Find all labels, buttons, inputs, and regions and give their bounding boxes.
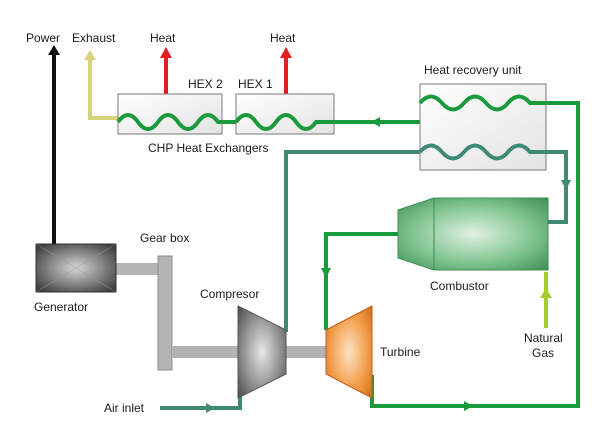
label-chp-heat-exchangers: CHP Heat Exchangers	[148, 141, 269, 155]
label-hex2: HEX 2	[188, 77, 223, 91]
label-compresor: Compresor	[200, 287, 259, 301]
exhaust-line	[88, 58, 118, 120]
label-hex1: HEX 1	[238, 77, 273, 91]
label-turbine: Turbine	[380, 345, 421, 359]
heat-recovery-unit	[419, 83, 547, 171]
hru-hot-coil	[418, 94, 546, 112]
hex2-coil	[116, 113, 222, 131]
label-gear-box: Gear box	[140, 231, 189, 245]
label-heat-recovery-unit: Heat recovery unit	[424, 63, 522, 77]
cool-loop-right	[546, 150, 568, 224]
hot-loop-arrow-bottom	[464, 401, 473, 411]
generator-shaft	[116, 263, 162, 275]
power-arrow	[48, 45, 60, 55]
label-power: Power	[26, 31, 60, 45]
label-exhaust: Exhaust	[72, 31, 116, 45]
heat-arrow-hex2	[160, 47, 172, 58]
label-natural: Natural	[524, 331, 563, 345]
label-gas: Gas	[532, 346, 554, 360]
label-heat-left: Heat	[150, 31, 176, 45]
turbine-shaft	[286, 346, 326, 358]
compressor-shaft	[172, 346, 240, 358]
label-heat-right: Heat	[270, 31, 296, 45]
hot-loop-combustor	[324, 232, 398, 330]
natural-gas-arrow	[540, 288, 552, 298]
turbine	[325, 305, 373, 399]
cool-loop-arrow-right	[561, 180, 571, 190]
cool-loop-top	[284, 150, 420, 332]
hot-loop-arrow-top	[371, 117, 380, 127]
compressor	[237, 305, 287, 399]
gear-box	[157, 255, 173, 371]
air-inlet-arrow	[206, 403, 215, 413]
hex1-coil	[234, 113, 334, 131]
exhaust-arrow	[84, 50, 96, 60]
label-combustor: Combustor	[430, 279, 489, 293]
label-generator: Generator	[34, 300, 88, 314]
label-air-inlet: Air inlet	[104, 401, 145, 415]
hru-cool-coil	[418, 143, 546, 161]
air-inlet-line	[160, 394, 242, 410]
heat-arrow-hex1	[280, 47, 292, 58]
hot-loop-arrow-left	[321, 268, 331, 278]
combustor	[397, 197, 549, 271]
